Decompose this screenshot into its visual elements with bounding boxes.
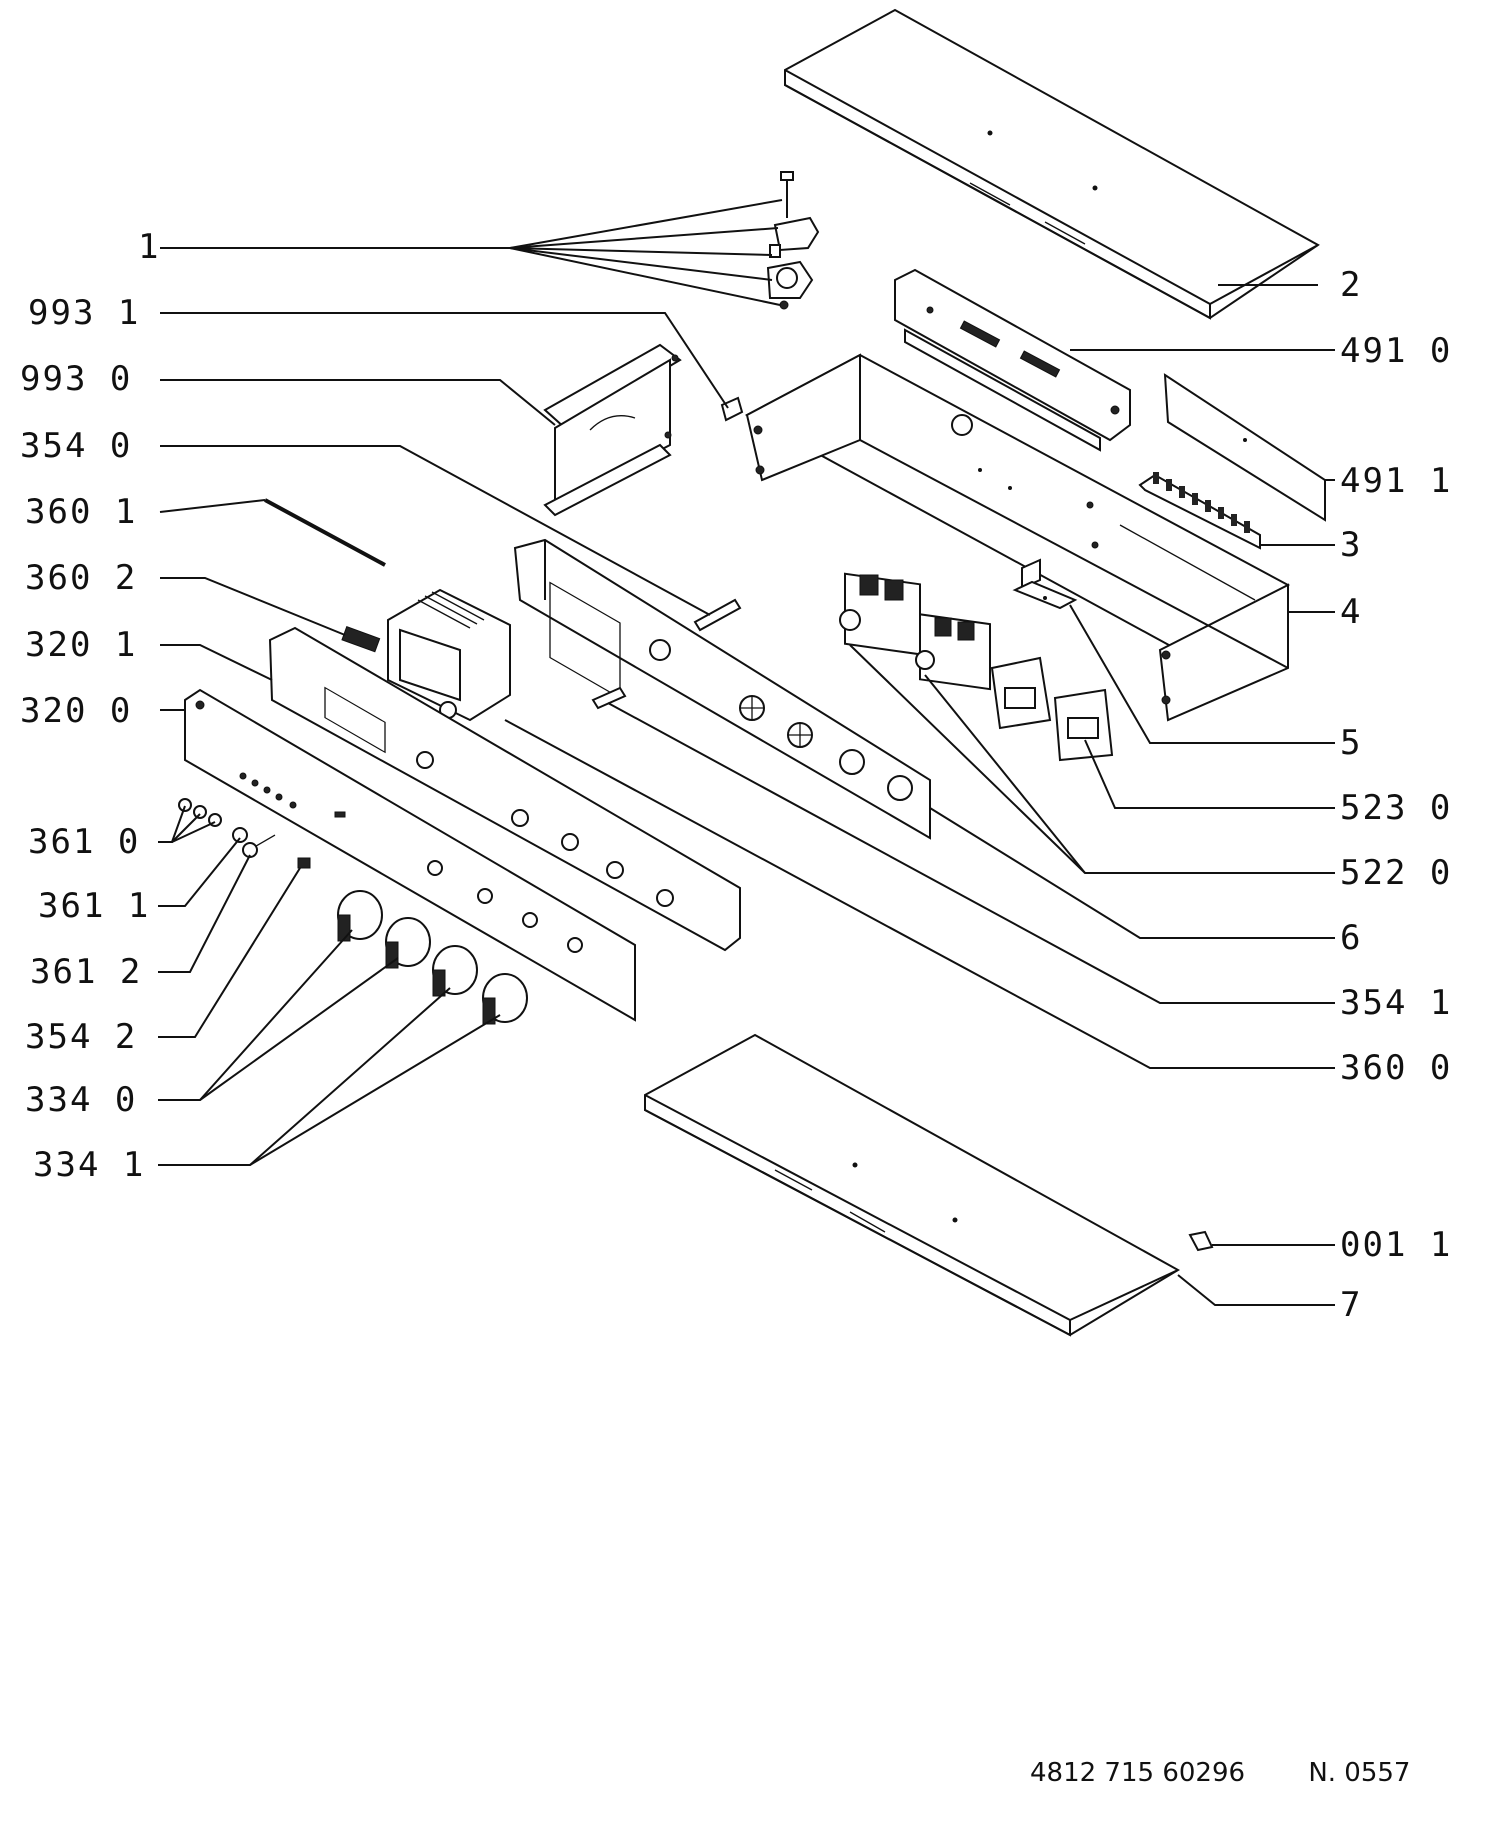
callout-360-2: 360 2 xyxy=(25,558,137,598)
callout-354-1: 354 1 xyxy=(1340,983,1452,1023)
callout-361-2: 361 2 xyxy=(30,952,142,992)
callout-334-0: 334 0 xyxy=(25,1080,137,1120)
document-footer: 4812 715 60296 N. 0557 xyxy=(1030,1758,1410,1788)
part-clip-993-1 xyxy=(720,396,744,422)
callout-1: 1 xyxy=(138,227,160,267)
callout-6: 6 xyxy=(1340,918,1362,958)
part-angle-bracket xyxy=(1012,558,1078,610)
part-rod-360-1 xyxy=(264,498,386,567)
callout-354-2: 354 2 xyxy=(25,1017,137,1057)
document-number: 4812 715 60296 xyxy=(1030,1758,1246,1788)
part-bar-354-1 xyxy=(591,686,627,710)
part-bar-354-0 xyxy=(693,598,742,632)
callout-320-1: 320 1 xyxy=(25,625,137,665)
part-switch-522-a xyxy=(839,572,921,656)
callout-360-0: 360 0 xyxy=(1340,1048,1452,1088)
callout-354-0: 354 0 xyxy=(20,426,132,466)
part-knob-2 xyxy=(385,917,431,969)
callout-993-0: 993 0 xyxy=(20,359,132,399)
callout-993-1: 993 1 xyxy=(28,293,140,333)
callout-522-0: 522 0 xyxy=(1340,853,1452,893)
part-knob-4 xyxy=(482,973,528,1025)
callout-491-1: 491 1 xyxy=(1340,461,1452,501)
callout-labels: 1 993 1 993 0 354 0 360 1 360 2 320 1 32… xyxy=(20,227,1452,1325)
callout-7: 7 xyxy=(1340,1285,1362,1325)
leader-lines xyxy=(158,199,1335,1306)
callout-360-1: 360 1 xyxy=(25,492,137,532)
part-front-fascia xyxy=(184,688,636,1022)
callout-001-1: 001 1 xyxy=(1340,1225,1452,1265)
callout-3: 3 xyxy=(1340,525,1362,565)
callout-4: 4 xyxy=(1340,592,1362,632)
part-plate-491-1 xyxy=(1163,373,1326,522)
part-rear-panel xyxy=(268,626,741,952)
part-connector-360-2 xyxy=(341,626,381,653)
edition-number: N. 0557 xyxy=(1308,1758,1411,1788)
part-terminal-support xyxy=(894,268,1131,452)
callout-523-0: 523 0 xyxy=(1340,788,1452,828)
part-spring-354-2 xyxy=(297,857,311,869)
part-fixing-kit xyxy=(766,171,820,310)
part-clip-001-1 xyxy=(1188,1230,1214,1252)
part-bracket-993 xyxy=(543,343,682,517)
callout-320-0: 320 0 xyxy=(20,691,132,731)
part-timer-module xyxy=(387,588,511,722)
part-terminal-block xyxy=(1138,472,1261,550)
callout-361-0: 361 0 xyxy=(28,822,140,862)
part-top-cover xyxy=(784,8,1320,320)
callout-2: 2 xyxy=(1340,265,1362,305)
part-switch-522-b xyxy=(915,613,991,691)
callout-361-1: 361 1 xyxy=(38,886,150,926)
part-knob-1 xyxy=(337,890,383,942)
part-switch-523-a xyxy=(990,656,1052,730)
part-bottom-cover xyxy=(644,1033,1180,1337)
part-switch-523-b xyxy=(1053,688,1114,762)
callout-5: 5 xyxy=(1340,723,1362,763)
part-push-buttons xyxy=(178,798,276,858)
callout-334-1: 334 1 xyxy=(33,1145,145,1185)
callout-491-0: 491 0 xyxy=(1340,331,1452,371)
part-knob-3 xyxy=(432,945,478,997)
